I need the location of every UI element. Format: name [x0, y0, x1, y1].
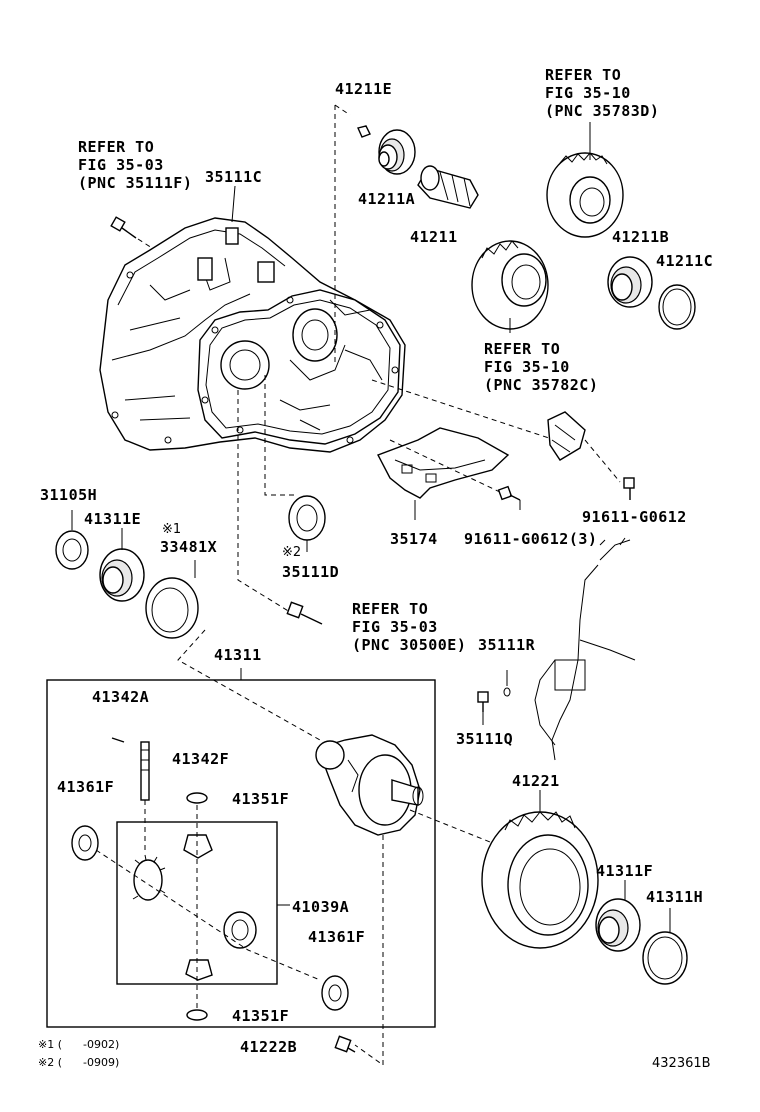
ref-35111F-line3: (PNC 35111F): [78, 174, 193, 192]
gear-35782C: [471, 240, 549, 330]
part-41361F-right: 41361F: [308, 928, 366, 946]
part-41222B: 41222B: [240, 1038, 298, 1056]
pinion-box: [116, 821, 278, 985]
ref-35111F-line2: FIG 35-03: [78, 156, 164, 174]
part-41342F: 41342F: [172, 750, 230, 768]
part-41311E: 41311E: [84, 510, 142, 528]
case-bolt: [110, 216, 153, 249]
seal-31105H: [55, 530, 89, 570]
part-33481X: 33481X: [160, 538, 218, 556]
pin-41342A: [111, 737, 125, 743]
part-41311: 41311: [214, 646, 262, 664]
part-41211C: 41211C: [656, 252, 714, 270]
bearing-41311E: [99, 548, 145, 602]
ref-35782C-line1: REFER TO: [484, 340, 561, 358]
part-31105H: 31105H: [40, 486, 98, 504]
part-41039A: 41039A: [292, 898, 350, 916]
diagram-code: 432361B: [652, 1056, 711, 1071]
ref-35111F-line1: REFER TO: [78, 138, 155, 156]
seal-33481X: [145, 577, 199, 639]
bolt-30500E: [286, 601, 323, 625]
part-91611-G0612: 91611-G0612: [582, 508, 687, 526]
pinion-gear-top: [183, 834, 213, 859]
transaxle-outline: [534, 537, 636, 761]
transmission-case: [99, 217, 406, 453]
pinion-gear-bottom: [185, 959, 213, 981]
ref-35783D-line2: FIG 35-10: [545, 84, 631, 102]
ref-30500E-line1: REFER TO: [352, 600, 429, 618]
bearing-41311F: [595, 898, 641, 952]
mark-2: ※2: [282, 545, 302, 560]
part-41351F-top: 41351F: [232, 790, 290, 808]
mark-1: ※1: [162, 522, 182, 537]
part-35111Q: 35111Q: [456, 730, 514, 748]
washer-41361F-right: [321, 975, 349, 1011]
part-35174: 35174: [390, 530, 438, 548]
washer-41351F-bottom: [186, 1009, 208, 1021]
ref-30500E-line3: (PNC 30500E): [352, 636, 467, 654]
part-41342A: 41342A: [92, 688, 150, 706]
gear-35783D: [546, 152, 624, 238]
shaft-41211: [417, 165, 479, 209]
washer-41361F-left: [71, 825, 99, 861]
part-41211: 41211: [410, 228, 458, 246]
shield-35174: [377, 427, 510, 520]
bearing-41211B: [607, 256, 653, 308]
part-41311H: 41311H: [646, 888, 704, 906]
seal-35111D: [288, 495, 326, 541]
shaft-41342F: [140, 741, 150, 801]
part-41221: 41221: [512, 772, 560, 790]
part-41311F: 41311F: [596, 862, 654, 880]
part-35111C: 35111C: [205, 168, 263, 186]
footnote-2: ※2 ( -0909): [38, 1056, 120, 1069]
washer-41351F-top: [186, 792, 208, 804]
bearing-41211A: [378, 129, 416, 175]
differential-case: [315, 734, 424, 836]
bolt-41222B: [334, 1035, 356, 1053]
part-41361F-left: 41361F: [57, 778, 115, 796]
footnote-1: ※1 ( -0902): [38, 1038, 120, 1051]
part-91611-G0612-3: 91611-G0612(3): [464, 530, 598, 548]
part-41211B: 41211B: [612, 228, 670, 246]
part-41351F-bottom: 41351F: [232, 1007, 290, 1025]
ref-35782C-line2: FIG 35-10: [484, 358, 570, 376]
ring-41211C: [658, 284, 696, 330]
ref-35782C-line3: (PNC 35782C): [484, 376, 599, 394]
plug-41211E: [357, 125, 371, 138]
part-41211A: 41211A: [358, 190, 416, 208]
ref-35783D-line3: (PNC 35783D): [545, 102, 660, 120]
bracket-91611: [547, 411, 635, 500]
ring-41311H: [642, 931, 688, 985]
differential-box: [46, 679, 436, 1028]
part-35111D: 35111D: [282, 563, 340, 581]
ref-30500E-line2: FIG 35-03: [352, 618, 438, 636]
part-35111R: 35111R: [478, 636, 536, 654]
part-41211E: 41211E: [335, 80, 393, 98]
side-gear-right: [223, 911, 257, 949]
ring-gear-41221: [481, 811, 599, 949]
side-gear-left: [132, 854, 166, 901]
plug-35111Q: [477, 670, 511, 725]
ref-35783D-line1: REFER TO: [545, 66, 622, 84]
bolt-91611-3: [497, 485, 521, 510]
